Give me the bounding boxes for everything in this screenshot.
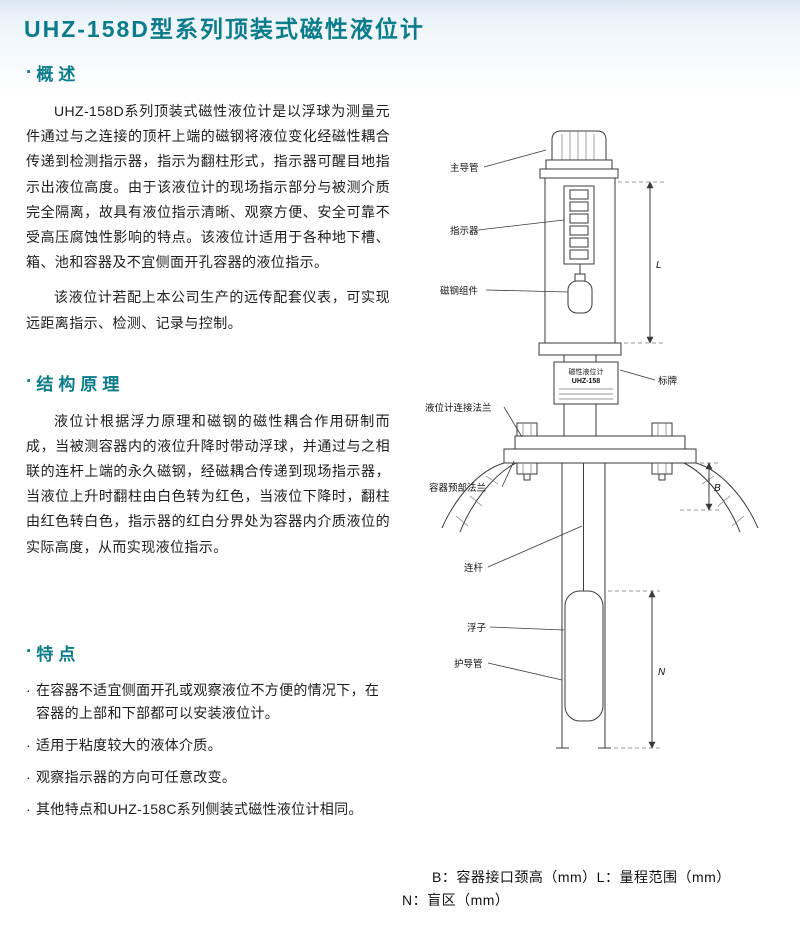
guide-tube-leader [487,662,563,681]
dimension-L-label: L [656,260,662,271]
section-heading-features: · 特点 [26,640,390,665]
nameplate-title: 磁性液位计 [569,367,604,376]
connecting-rod-leader [487,525,583,568]
float-leader [489,626,565,631]
flange-bolt-right [651,422,673,481]
heading-bullet-icon: · [26,641,33,663]
indicator-leader [477,219,565,231]
gauge-flange-leader [503,406,523,438]
note-line-1: B：容器接口颈高（mm）L：量程范围（mm） [432,869,731,885]
section-heading-principle: · 结构原理 [26,370,390,395]
text-column: · 概述 UHZ-158D系列顶装式磁性液位计是以浮球为测量元件通过与之连接的顶… [26,60,390,830]
gauge-diagram: 磁性液位计 UHZ-158 标牌 [412,118,792,866]
feature-text: 在容器不适宜侧面开孔或观察液位不方便的情况下，在容器的上部和下部都可以安装液位计… [35,681,380,721]
nameplate-leader [619,369,656,381]
gauge-flange-label: 液位计连接法兰 [425,402,492,414]
item-bullet-icon: · [26,769,31,786]
vessel-top-flange [503,448,697,464]
features-heading-label: 特点 [36,644,81,664]
guide-tube [556,463,611,749]
principle-heading-label: 结构原理 [36,374,125,394]
section-heading-overview: · 概述 [26,60,390,85]
magnet-assembly-label: 磁钢组件 [440,285,479,297]
overview-paragraph-1: UHZ-158D系列顶装式磁性液位计是以浮球为测量元件通过与之连接的顶杆上端的磁… [26,103,390,271]
mid-flange [538,342,622,356]
list-item: · 在容器不适宜侧面开孔或观察液位不方便的情况下，在容器的上部和下部都可以安装液… [26,679,390,725]
heading-bullet-icon: · [26,61,33,83]
note-line-2: N：盲区（mm） [402,892,510,909]
item-bullet-icon: · [26,737,31,753]
float-label: 浮子 [467,622,487,634]
list-item: · 适用于粘度较大的液体介质。 [26,734,390,757]
feature-text: 适用于粘度较大的液体介质。 [35,737,222,753]
top-cap [539,130,619,179]
connecting-rod-label: 连杆 [464,562,484,574]
nameplate: 磁性液位计 UHZ-158 [553,361,619,405]
features-list: · 在容器不适宜侧面开孔或观察液位不方便的情况下，在容器的上部和下部都可以安装液… [26,679,390,821]
main-guide-tube-leader [483,149,547,168]
float-body [564,590,604,722]
vessel-flange-label: 容器预部法兰 [429,482,486,494]
vessel-flange-leader [501,460,515,488]
list-item: · 观察指示器的方向可任意改变。 [26,766,390,789]
dimension-notes: B：容器接口颈高（mm）L：量程范围（mm） N：盲区（mm） [402,866,794,912]
item-bullet-icon: · [26,681,31,698]
flange-bolt-left [516,422,538,481]
gauge-diagram-svg: 磁性液位计 UHZ-158 标牌 [425,130,759,749]
gauge-connection-flange [514,435,686,450]
indicator-housing [544,177,616,343]
nameplate-label: 标牌 [658,375,678,387]
guide-tube-label: 护导管 [454,658,483,670]
vessel-shoulder [441,462,759,533]
indicator-label: 指示器 [450,225,479,237]
principle-paragraph: 液位计根据浮力原理和磁钢的磁性耦合作用研制而成，当被测容器内的液位升降时带动浮球… [26,412,390,555]
dimension-B: B [680,462,721,511]
magnet-assembly-leader [485,289,569,293]
overview-paragraph-2: 该液位计若配上本公司生产的远传配套仪表，可实现远距离指示、检测、记录与控制。 [26,289,390,331]
nameplate-model: UHZ-158 [572,378,601,385]
page-title: UHZ-158D型系列顶装式磁性液位计 [24,16,425,42]
dimension-B-label: B [714,483,721,494]
list-item: · 其他特点和UHZ-158C系列侧装式磁性液位计相同。 [26,798,390,821]
dimension-L: L [618,181,664,344]
item-bullet-icon: · [26,801,31,818]
heading-bullet-icon: · [26,371,33,393]
magnet-assembly [567,264,593,314]
feature-text: 观察指示器的方向可任意改变。 [35,769,237,786]
feature-text: 其他特点和UHZ-158C系列侧装式磁性液位计相同。 [35,801,363,818]
indicator-column [563,185,595,265]
dimension-N: N [608,590,666,749]
overview-heading-label: 概述 [36,65,81,84]
main-guide-tube-label: 主导管 [450,162,479,174]
dimension-N-label: N [658,667,666,678]
